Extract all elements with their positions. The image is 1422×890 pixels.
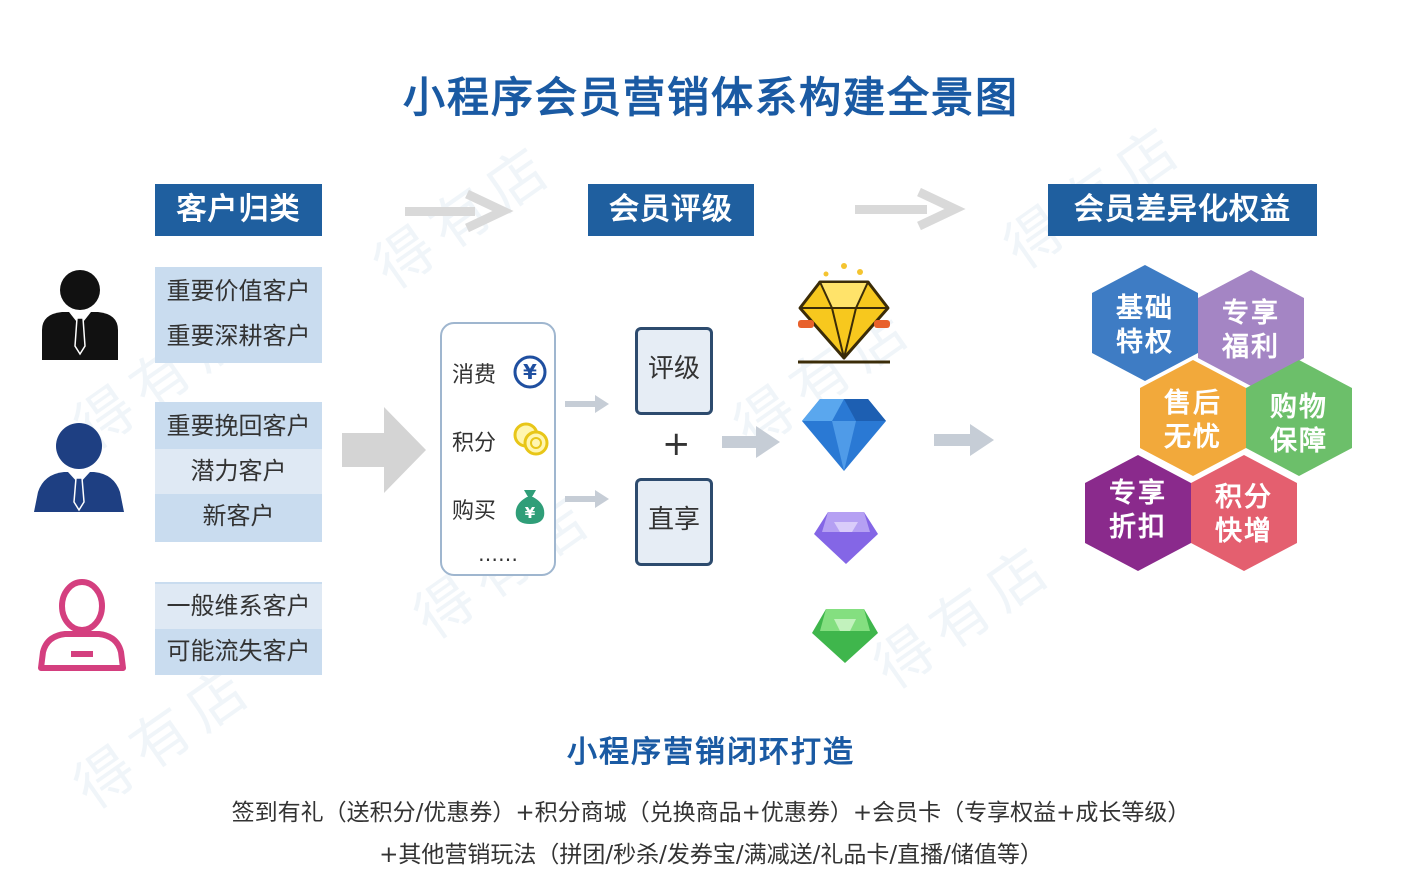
gold-diamond-icon (798, 263, 890, 364)
hexagon-basic-privilege (1092, 265, 1198, 381)
customer-group-2: 重要挽回客户 潜力客户 新客户 (155, 402, 322, 542)
svg-text:¥: ¥ (523, 360, 537, 384)
hexagon-label: 基础特权 (1116, 293, 1174, 358)
arrow-right-icon (934, 424, 994, 456)
hexagon-label: 积分快增 (1215, 482, 1273, 547)
customer-type: 可能流失客户 (166, 637, 311, 665)
hexagon-label: 售后无忧 (1164, 388, 1222, 453)
plus-sign: + (662, 424, 691, 464)
hexagon-exclusive-discount (1085, 455, 1191, 571)
section-header-classify: 客户归类 (155, 184, 322, 236)
blue-diamond-icon (802, 399, 886, 471)
hexagon-label: 专享福利 (1222, 298, 1280, 363)
hexagon-exclusive-welfare (1198, 270, 1304, 386)
benefits-hexagon-cluster (1085, 265, 1352, 571)
arrow-right-icon (405, 190, 514, 233)
customer-type: 一般维系客户 (155, 584, 322, 629)
behavior-label: 积分 (452, 431, 497, 456)
coins-icon (513, 422, 549, 456)
arrow-right-icon (855, 188, 966, 231)
watermark: 得有店 (861, 529, 1068, 703)
closed-loop-line-2: +其他营销玩法（拼团/秒杀/发券宝/满减送/礼品卡/直播/储值等） (379, 842, 1043, 868)
customer-type: 重要深耕客户 (166, 322, 311, 350)
green-gem-icon (812, 609, 878, 663)
hexagon-shopping-guarantee (1246, 360, 1352, 476)
person-outline-icon (38, 579, 126, 671)
closed-loop-title: 小程序营销闭环打造 (567, 735, 855, 770)
customer-group-1: 重要价值客户 重要深耕客户 (155, 267, 322, 363)
yuan-coin-icon: ¥ (513, 355, 547, 389)
behavior-label: 消费 (452, 363, 497, 388)
behavior-card: 消费 ¥ 积分 购买 ¥ …… (440, 322, 556, 576)
rating-box: 评级 (635, 327, 713, 415)
svg-text:¥: ¥ (525, 504, 536, 522)
arrow-right-icon (722, 426, 780, 458)
person-blue-icon (34, 423, 124, 512)
arrow-right-icon (565, 490, 609, 508)
hexagon-label: 购物保障 (1270, 392, 1328, 457)
customer-type: 潜力客户 (155, 449, 322, 494)
hexagon-after-sales (1140, 360, 1246, 476)
behavior-label: 购买 (452, 499, 497, 524)
page-title: 小程序会员营销体系构建全景图 (402, 73, 1019, 122)
customer-type: 重要价值客户 (166, 277, 311, 305)
arrow-right-icon (342, 407, 426, 493)
behavior-more: …… (478, 542, 518, 566)
customer-group-3: 一般维系客户 可能流失客户 (155, 582, 322, 675)
arrow-right-icon (565, 395, 609, 413)
customer-type: 新客户 (202, 502, 275, 530)
hexagon-points-boost (1191, 455, 1297, 571)
closed-loop-line-1: 签到有礼（送积分/优惠券）+积分商城（兑换商品+优惠券）+会员卡（专享权益+成长… (231, 800, 1191, 826)
customer-type: 重要挽回客户 (166, 412, 311, 440)
section-header-rating: 会员评级 (588, 184, 754, 236)
section-header-benefits: 会员差异化权益 (1048, 184, 1317, 236)
direct-box: 直享 (635, 478, 713, 566)
purple-gem-icon (814, 512, 878, 564)
businessman-icon (42, 270, 118, 360)
hexagon-label: 专享折扣 (1109, 478, 1167, 543)
money-bag-icon: ¥ (515, 490, 545, 524)
